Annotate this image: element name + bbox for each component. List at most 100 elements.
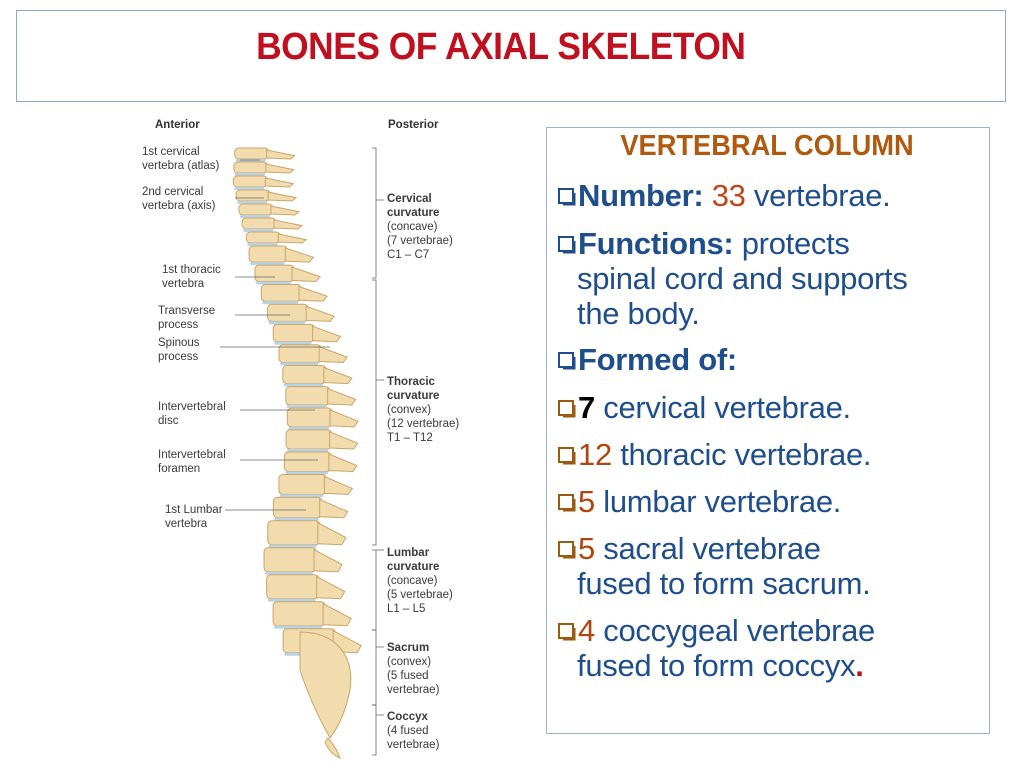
intervertebral-disc [265,571,314,575]
spinous-process [270,205,301,216]
intervertebral-disc [239,215,270,218]
intervertebral-disc [288,426,330,430]
intervertebral-disc [287,448,329,452]
vertebra-body [278,474,327,495]
intervertebral-disc [285,471,328,475]
spinous-process [328,453,358,473]
vertebra-body [263,547,317,573]
spinous-process [298,285,328,302]
label-first-lumbar: 1st Lumbar vertebra [165,504,223,530]
vertebra-body [238,203,274,216]
functions-line: Functions: protects [557,226,850,262]
label-spinous-process: Spinous process [158,337,200,363]
list-item: 4 coccygeal vertebrae [557,613,875,649]
spinous-process [277,233,308,244]
checkbox-bullet-icon [557,621,577,643]
intervertebral-disc [250,262,285,266]
spinous-process [323,366,353,385]
sacral-line-2: fused to form sacrum. [577,566,871,601]
intervertebral-disc [247,243,278,246]
checkbox-bullet-icon [557,492,577,514]
bracket-line [372,704,384,756]
vertebra-body [285,429,333,450]
vertebra-body [241,217,277,230]
vertebra-body [272,323,316,343]
sacrum-body: (convex) (5 fused vertebrae) [387,656,440,696]
anterior-label: Anterior [155,119,200,131]
label-atlas: 1st cervical vertebra (atlas) [142,146,220,172]
spinous-process [319,498,349,519]
spine-figure: Anterior Posterior 1st cervical vertebra… [140,110,510,760]
vertebra-body [267,303,309,322]
intervertebral-disc [267,598,316,602]
label-intervertebral-disc: Intervertebral disc [158,401,226,427]
thoracic-curvature-head: Thoracic curvature [387,376,440,402]
functions-line-2: spinal cord and supports [577,261,908,296]
spinous-process [312,325,342,343]
vertebra-body [248,245,288,263]
intervertebral-disc [256,281,292,285]
vertebra-body [232,175,268,188]
checkbox-bullet-icon [557,234,577,256]
spinous-process [313,548,343,573]
thoracic-curvature-body: (convex) (12 vertebrae) T1 – T12 [387,404,460,444]
spinous-process [305,305,335,322]
spinous-process [291,266,321,283]
vertebra-body [283,451,332,473]
number-line: Number: 33 vertebrae. [557,178,891,214]
bracket-line [372,549,384,631]
intervertebral-disc [262,301,299,305]
spinous-process [329,431,359,450]
coccyx-line-2: fused to form coccyx. [577,648,864,683]
vertebra-body [254,264,295,283]
checkbox-bullet-icon [557,398,577,420]
lumbar-curvature-head: Lumbar curvature [387,547,440,573]
coccyx-body: (4 fused vertebrae) [387,725,440,751]
spinous-process [265,163,295,174]
posterior-label: Posterior [388,119,439,131]
label-intervertebral-foramen: Intervertebral foramen [158,449,226,475]
list-item: 5 lumbar vertebrae. [557,484,841,520]
bracket-line [372,279,384,546]
vertebra-body [234,147,270,160]
checkbox-bullet-icon [557,445,577,467]
spinous-process [267,191,298,202]
sacrum-head: Sacrum [387,642,430,654]
vertebra-body [272,496,323,519]
panel-heading: VERTEBRAL COLUMN [620,130,914,162]
spinous-process [318,346,348,363]
checkbox-bullet-icon [557,350,577,372]
spinous-process [322,602,352,627]
spinous-process [316,575,346,600]
spinous-process [327,387,357,406]
intervertebral-disc [234,173,265,176]
sacrum-shape [299,631,352,739]
title-box [16,10,1006,102]
vertebra-body [266,574,320,600]
functions-line-3: the body. [577,296,700,331]
intervertebral-disc [274,625,323,629]
vertebra-body [272,601,326,627]
vertebra-body [286,407,333,428]
vertebra-body [245,231,281,244]
spinous-process [323,475,354,495]
list-item: 5 sacral vertebrae [557,531,821,567]
vertebra-body [260,284,302,302]
label-axis: 2nd cervical vertebra (axis) [142,186,216,212]
vertebra-body [233,161,269,174]
spinous-process [264,177,295,188]
vertebra-body [267,520,321,546]
coccyx-head: Coccyx [387,711,428,723]
lumbar-curvature-body: (concave) (5 vertebrae) L1 – L5 [387,575,453,615]
vertebral-column-panel: VERTEBRAL COLUMN Number: 33 vertebrae. F… [546,127,990,734]
spinous-process [266,149,296,160]
formed-of-line: Formed of: [557,342,737,378]
intervertebral-disc [283,383,323,387]
vertebra-body [282,364,327,385]
spinous-process [284,247,315,263]
intervertebral-disc [274,517,319,521]
vertebra-body [235,189,271,202]
bracket-line [372,147,384,279]
bracket-line [372,629,384,706]
spinous-process [273,219,304,230]
